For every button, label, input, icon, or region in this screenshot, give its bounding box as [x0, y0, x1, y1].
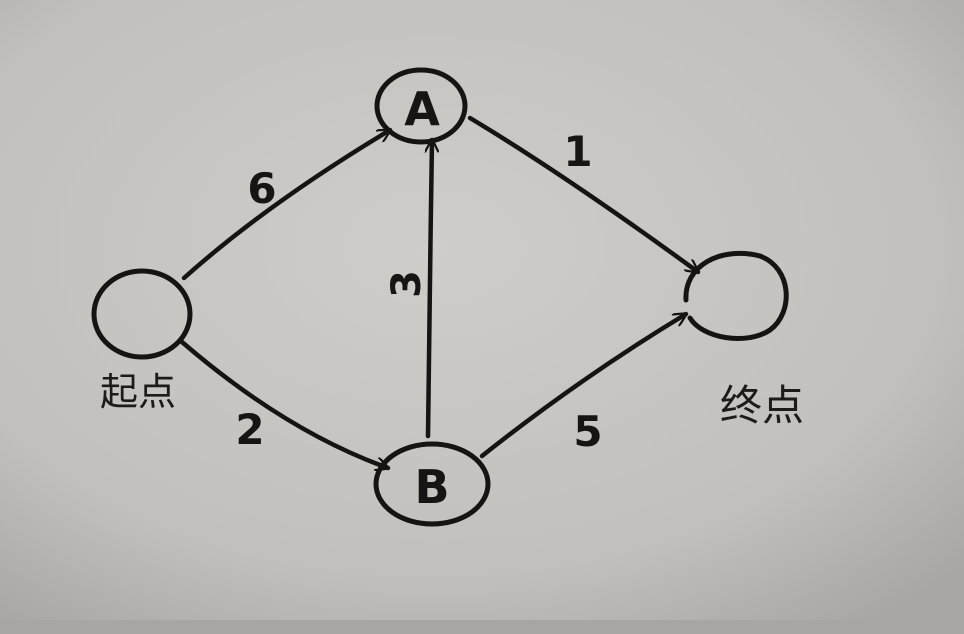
node-b: B [373, 441, 491, 527]
paper-bottom-edge [0, 620, 964, 634]
node-a: A [374, 67, 468, 145]
node-b-label: B [414, 460, 449, 514]
node-start-caption: 起点 [100, 370, 176, 414]
node-end-circle [683, 250, 789, 341]
edge-weight-a-end: 1 [563, 127, 592, 176]
edge-start-to-b [179, 339, 388, 468]
edge-weight-start-b: 2 [235, 405, 264, 454]
edge-weight-start-a: 6 [247, 164, 276, 213]
edge-start-to-a [181, 127, 390, 281]
node-start: 起点 [91, 268, 193, 414]
edge-a-to-end [467, 115, 698, 275]
paper-background [0, 0, 964, 620]
node-a-label: A [404, 82, 440, 136]
edge-b-to-a [428, 137, 432, 439]
edge-weight-b-a: 3 [384, 270, 430, 298]
node-start-circle [91, 268, 193, 360]
node-end: 终点 [683, 250, 804, 430]
node-b-circle [373, 441, 491, 527]
node-end-caption: 终点 [720, 381, 804, 430]
edge-b-to-end [479, 311, 686, 459]
edge-weight-b-end: 5 [573, 407, 602, 456]
node-a-circle [374, 67, 468, 145]
